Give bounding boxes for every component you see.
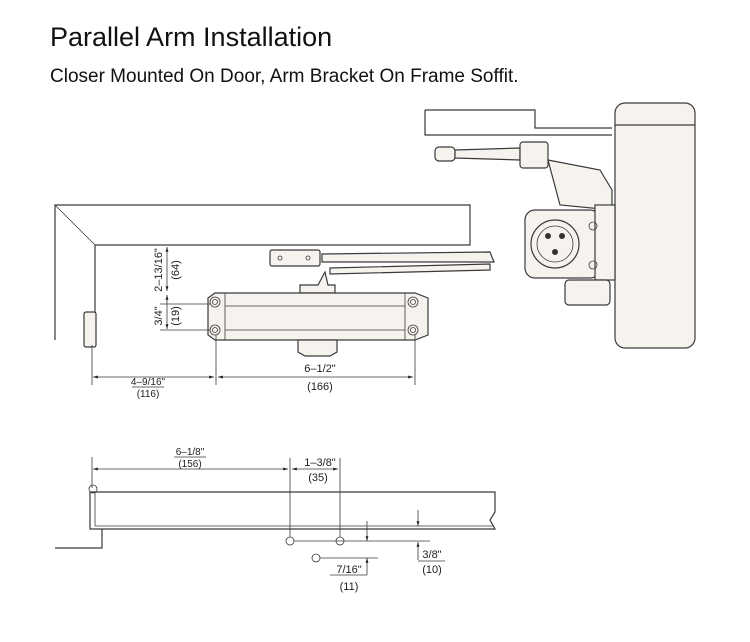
hole-spacing-metric: (35)	[308, 472, 328, 484]
top-view-drawing	[54, 204, 495, 357]
bracket-height-metric: (64)	[170, 260, 182, 280]
top-view-dimensions: 2–13/16" (64) 3/4" (19) 4–9/16" (116) 6–…	[91, 247, 416, 400]
edge-to-hole-metric: (116)	[137, 389, 160, 400]
hinge-to-hole-imperial: 6–1/8"	[176, 447, 205, 458]
lower-hole-offset-imperial: 7/16"	[336, 564, 361, 576]
hole-spacing-vertical-imperial: 3/4"	[153, 306, 165, 325]
hole-spacing-horizontal-imperial: 6–1/2"	[304, 363, 336, 375]
edge-to-hole-imperial: 4–9/16"	[131, 377, 166, 388]
bottom-view-dimensions: 6–1/8" (156) 1–3/8" (35) 7/16" (11) 3/8"…	[91, 447, 445, 593]
hinge-to-hole-metric: (156)	[178, 459, 201, 470]
hole-spacing-horizontal-metric: (166)	[307, 381, 333, 393]
bottom-view-drawing	[55, 484, 497, 563]
door-edge-offset-metric: (10)	[422, 564, 442, 576]
door-edge-offset-imperial: 3/8"	[422, 549, 441, 561]
page-title: Parallel Arm Installation	[50, 22, 333, 52]
lower-hole-offset-metric: (11)	[340, 581, 359, 593]
page-subtitle: Closer Mounted On Door, Arm Bracket On F…	[50, 66, 519, 87]
hole-spacing-vertical-metric: (19)	[170, 306, 182, 326]
bracket-height-imperial: 2–13/16"	[153, 248, 165, 292]
closer-perspective-illustration	[424, 102, 696, 349]
hole-spacing-imperial: 1–3/8"	[304, 457, 336, 469]
